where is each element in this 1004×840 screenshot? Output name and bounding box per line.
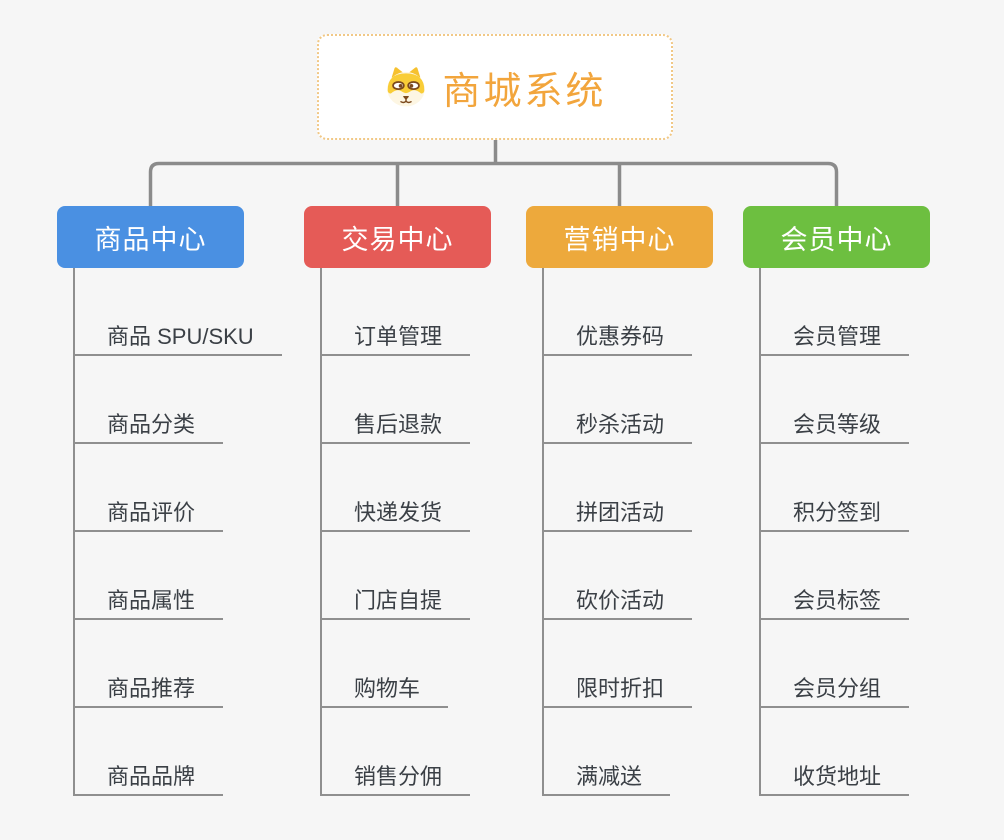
branch-trunk-line — [759, 268, 761, 796]
subtopic[interactable]: 商品品牌 — [73, 708, 224, 796]
branch-trunk-line — [73, 268, 75, 796]
branch-member-center: 会员中心 会员管理 会员等级 积分签到 会员标签 会员分组 收货地址 — [743, 206, 930, 796]
subtopic[interactable]: 会员分组 — [759, 620, 910, 708]
subtopic[interactable]: 快递发货 — [320, 444, 471, 532]
subtopic[interactable]: 会员管理 — [759, 268, 910, 356]
subtopic[interactable]: 满减送 — [542, 708, 671, 796]
subtopic[interactable]: 售后退款 — [320, 356, 471, 444]
subtopic[interactable]: 商品推荐 — [73, 620, 224, 708]
subtopic[interactable]: 商品属性 — [73, 532, 224, 620]
branch-topic-trade-center[interactable]: 交易中心 — [304, 206, 491, 268]
branch-marketing-center: 营销中心 优惠券码 秒杀活动 拼团活动 砍价活动 限时折扣 满减送 — [526, 206, 713, 796]
subtopic[interactable]: 砍价活动 — [542, 532, 693, 620]
subtopic[interactable]: 拼团活动 — [542, 444, 693, 532]
subtopic[interactable]: 会员标签 — [759, 532, 910, 620]
branch-topic-member-center[interactable]: 会员中心 — [743, 206, 930, 268]
subtopic[interactable]: 销售分佣 — [320, 708, 471, 796]
subtopic[interactable]: 会员等级 — [759, 356, 910, 444]
subtopic[interactable]: 商品评价 — [73, 444, 224, 532]
root-topic[interactable]: 商城系统 — [317, 34, 673, 140]
subtopic[interactable]: 限时折扣 — [542, 620, 693, 708]
branch-trunk-line — [542, 268, 544, 796]
subtopic[interactable]: 商品 SPU/SKU — [73, 268, 282, 356]
doge-icon — [383, 66, 429, 108]
branch-items-product-center: 商品 SPU/SKU 商品分类 商品评价 商品属性 商品推荐 商品品牌 — [57, 268, 282, 796]
subtopic[interactable]: 秒杀活动 — [542, 356, 693, 444]
branch-items-marketing-center: 优惠券码 秒杀活动 拼团活动 砍价活动 限时折扣 满减送 — [526, 268, 713, 796]
branch-items-member-center: 会员管理 会员等级 积分签到 会员标签 会员分组 收货地址 — [743, 268, 930, 796]
root-topic-label: 商城系统 — [442, 70, 607, 113]
branch-items-trade-center: 订单管理 售后退款 快递发货 门店自提 购物车 销售分佣 — [304, 268, 491, 796]
subtopic[interactable]: 积分签到 — [759, 444, 910, 532]
branch-product-center: 商品中心 商品 SPU/SKU 商品分类 商品评价 商品属性 商品推荐 商品品牌 — [57, 206, 282, 796]
subtopic[interactable]: 购物车 — [320, 620, 449, 708]
branch-topic-marketing-center[interactable]: 营销中心 — [526, 206, 713, 268]
subtopic[interactable]: 优惠券码 — [542, 268, 693, 356]
branch-topic-product-center[interactable]: 商品中心 — [57, 206, 244, 268]
subtopic[interactable]: 商品分类 — [73, 356, 224, 444]
subtopic[interactable]: 门店自提 — [320, 532, 471, 620]
branch-trade-center: 交易中心 订单管理 售后退款 快递发货 门店自提 购物车 销售分佣 — [304, 206, 491, 796]
subtopic[interactable]: 订单管理 — [320, 268, 471, 356]
branch-trunk-line — [320, 268, 322, 796]
subtopic[interactable]: 收货地址 — [759, 708, 910, 796]
